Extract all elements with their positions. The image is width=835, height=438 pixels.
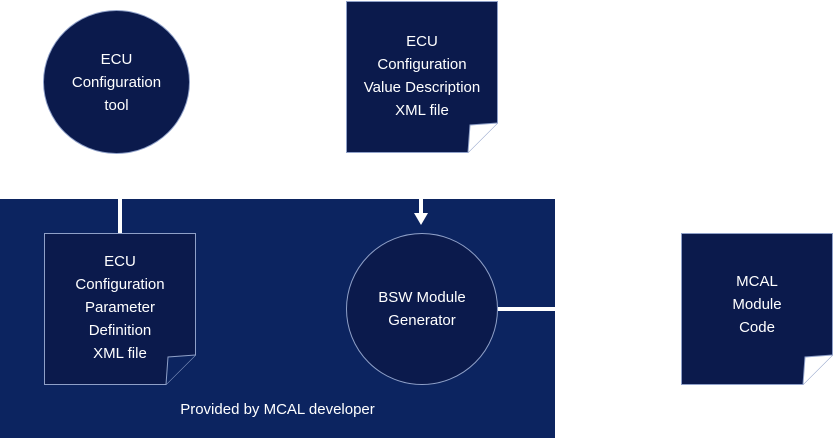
- document-shape-icon: [681, 233, 833, 385]
- document-shape-icon: [44, 233, 196, 385]
- region-to-mcal-connector: [498, 307, 555, 311]
- ecu-configuration-parameter-definition-label: ECU Configuration Parameter Definition X…: [75, 253, 165, 362]
- mcal-module-code-label: MCAL Module Code: [732, 272, 782, 336]
- bsw-module-generator-node[interactable]: BSW Module Generator: [346, 233, 498, 385]
- mcal-module-code-node[interactable]: MCAL Module Code: [681, 233, 833, 385]
- tool-to-region-connector: [118, 199, 122, 233]
- region-label: Provided by MCAL developer: [180, 401, 375, 418]
- bsw-module-generator-label: BSW Module Generator: [378, 289, 466, 329]
- ecu-configuration-value-description-label: ECU Configuration Value Description XML …: [363, 32, 481, 119]
- ecu-configuration-parameter-definition-node[interactable]: ECU Configuration Parameter Definition X…: [44, 233, 196, 385]
- down-arrow-icon: [414, 199, 428, 225]
- ecu-configuration-value-description-node[interactable]: ECU Configuration Value Description XML …: [346, 1, 498, 153]
- document-shape-icon: [346, 1, 498, 153]
- ecu-configuration-tool-node[interactable]: ECU Configuration tool: [43, 10, 190, 154]
- ecu-configuration-tool-label: ECU Configuration tool: [71, 50, 162, 114]
